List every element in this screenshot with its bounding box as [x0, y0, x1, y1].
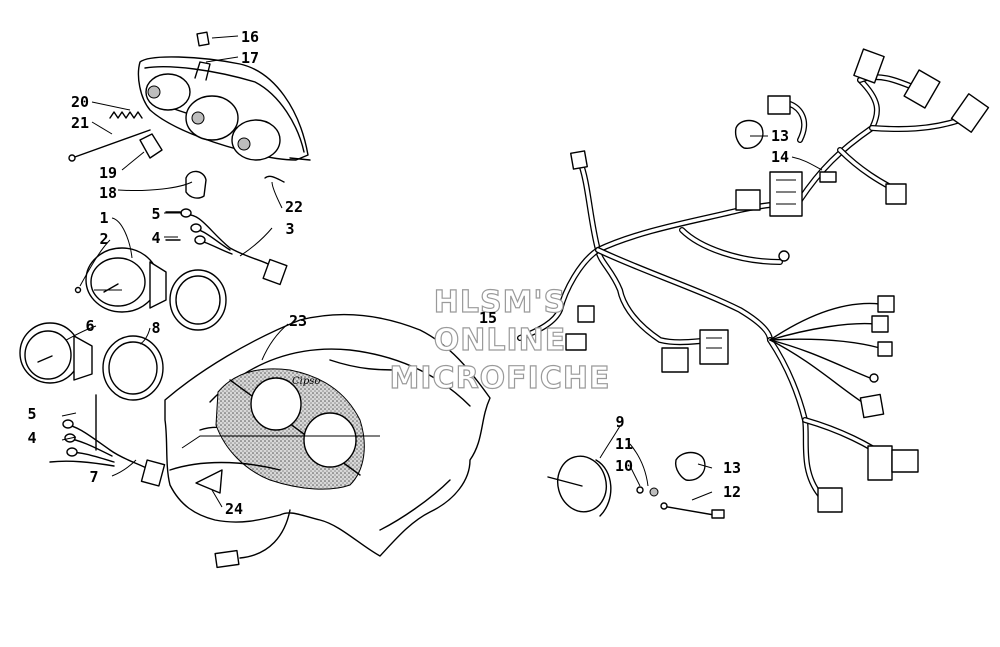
callout-12: 12	[723, 483, 741, 501]
callout-24: 24	[225, 500, 243, 518]
callout-20: 20	[71, 93, 89, 111]
callout-4a: 4	[151, 229, 160, 247]
callout-7: 7	[89, 468, 98, 486]
callout-21: 21	[71, 114, 89, 132]
callout-16: 16	[241, 28, 259, 46]
callout-9: 9	[615, 413, 624, 431]
gauge-speedometer	[74, 247, 167, 313]
gauge-ring-lower	[102, 335, 164, 401]
gauge-ring-upper	[169, 269, 227, 331]
gauge-tachometer	[19, 322, 93, 384]
callout-13a: 13	[771, 127, 789, 145]
callout-14: 14	[771, 148, 789, 166]
callout-1: 1	[99, 209, 108, 227]
speed-sensor-assembly	[547, 455, 725, 519]
callout-6: 6	[85, 317, 94, 335]
clamp-ring-lower	[674, 451, 706, 481]
callout-18: 18	[99, 184, 117, 202]
callout-23: 23	[289, 312, 307, 330]
watermark-line-3: MICROFICHE	[390, 361, 611, 396]
callout-13b: 13	[723, 459, 741, 477]
clamp-ring-upper	[734, 119, 764, 149]
headlight-assembly	[137, 31, 311, 161]
warning-decal	[195, 469, 223, 494]
watermark-line-2: ONLINE	[434, 323, 567, 358]
hood-connector	[214, 509, 291, 569]
callout-10: 10	[615, 457, 633, 475]
dash-hood: Cipso	[164, 313, 491, 557]
callouts: 16 17 20 21 19 18 22 1 5 2 4 3 6 8 23 15…	[27, 28, 789, 518]
callout-15: 15	[479, 309, 497, 327]
callout-22: 22	[285, 198, 303, 216]
callout-2: 2	[99, 230, 108, 248]
gauge-logo: Cipso	[292, 376, 320, 387]
callout-5a: 5	[151, 205, 160, 223]
watermark: HLSM'S ONLINE MICROFICHE	[389, 284, 611, 396]
adjuster-screw	[68, 111, 285, 183]
callout-5b: 5	[27, 405, 36, 423]
leader-lines	[61, 35, 823, 508]
main-wiring-harness	[517, 74, 963, 498]
callout-17: 17	[241, 49, 259, 67]
harness-connectors	[565, 48, 990, 513]
callout-3: 3	[285, 220, 294, 238]
callout-4b: 4	[27, 429, 36, 447]
gauge-harness-upper	[165, 208, 288, 286]
gauge-harness-lower	[49, 394, 166, 487]
bulb-socket	[139, 133, 207, 199]
callout-8: 8	[151, 319, 160, 337]
watermark-line-1: HLSM'S	[434, 285, 566, 320]
callout-19: 19	[99, 164, 117, 182]
callout-11: 11	[615, 435, 633, 453]
